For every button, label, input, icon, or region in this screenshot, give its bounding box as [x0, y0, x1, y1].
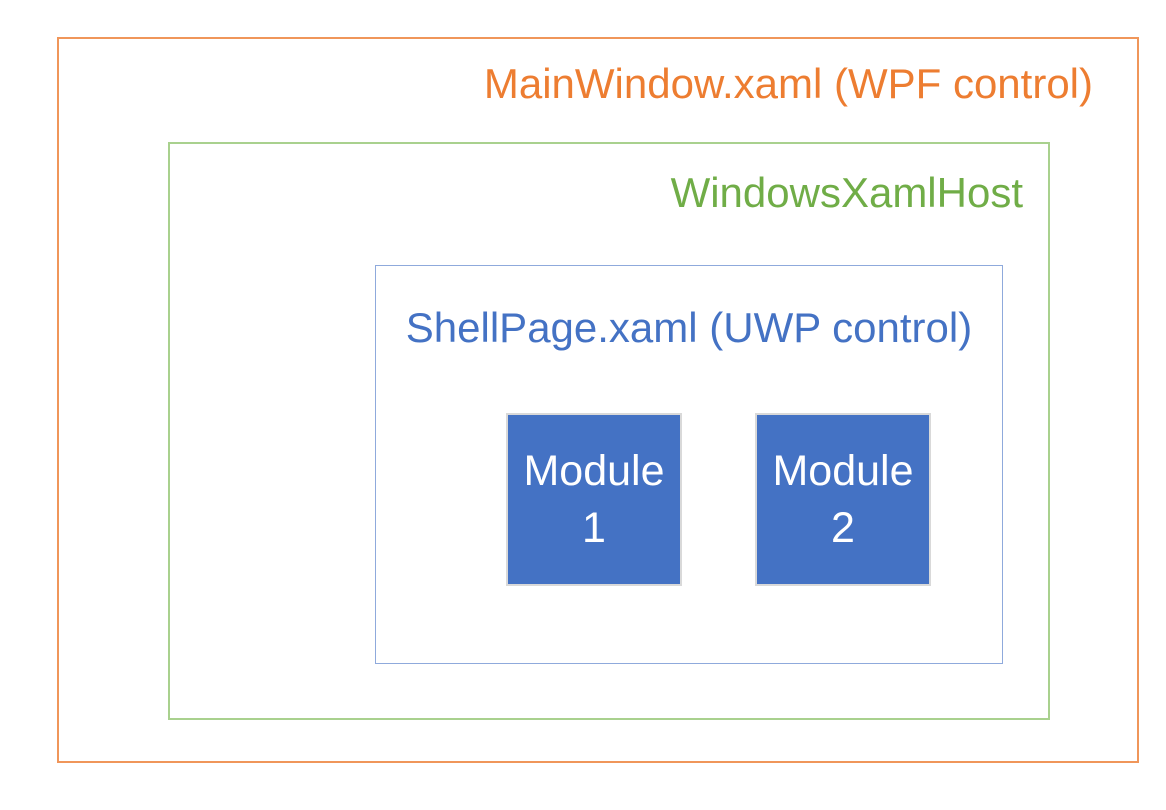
windows-xaml-host-box: WindowsXamlHost ShellPage.xaml (UWP cont…	[168, 142, 1050, 720]
module-1-label-line1: Module	[523, 446, 665, 495]
module-2-label-line1: Module	[772, 446, 914, 495]
module-2-box: Module 2	[755, 413, 931, 586]
module-1-box: Module 1	[506, 413, 682, 586]
shellpage-uwp-label: ShellPage.xaml (UWP control)	[405, 304, 973, 351]
windows-xaml-host-label: WindowsXamlHost	[670, 169, 1023, 216]
shellpage-uwp-box: ShellPage.xaml (UWP control) Module 1 Mo…	[375, 265, 1003, 664]
mainwindow-wpf-label: MainWindow.xaml (WPF control)	[483, 60, 1093, 107]
module-1-label-line2: 1	[582, 503, 606, 552]
mainwindow-wpf-box: MainWindow.xaml (WPF control) WindowsXam…	[57, 37, 1139, 763]
module-2-label-line2: 2	[831, 503, 855, 552]
